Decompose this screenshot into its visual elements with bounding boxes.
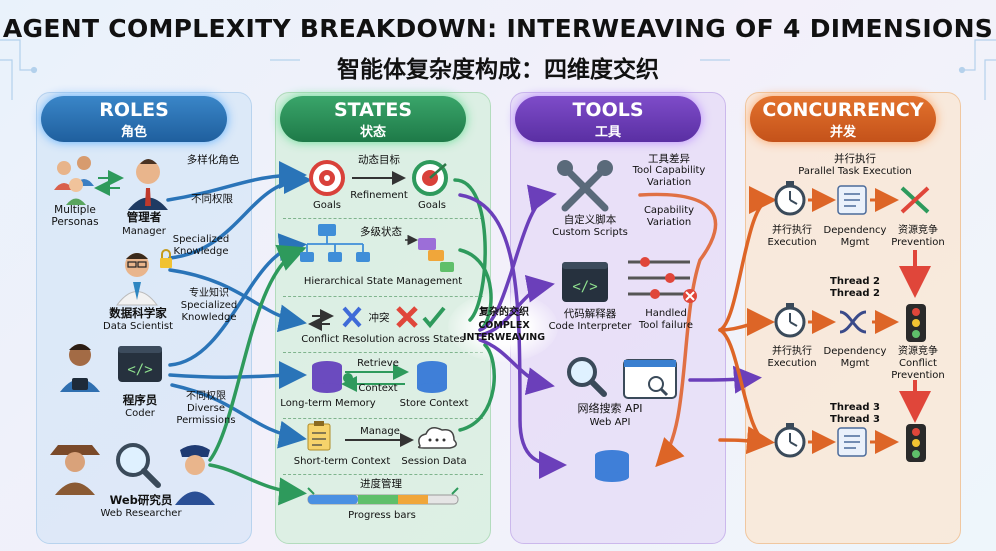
web-researcher-zh-label: Web研究员 xyxy=(96,494,186,506)
target-hit-icon xyxy=(414,162,446,194)
web-search-zh-label: 网络搜索 API xyxy=(560,403,660,415)
crossed-arrows-icon xyxy=(902,188,928,212)
data-scientist-zh-label: 数据科学家 xyxy=(92,307,184,319)
traffic-light-icon xyxy=(906,304,926,342)
multi-role-label: 多样化角色 xyxy=(180,154,246,166)
capability-zh-label: 工具差异 xyxy=(632,153,706,165)
web-researcher-en-label: Web Researcher xyxy=(90,508,192,520)
wrench-head xyxy=(557,160,573,176)
conflict-icon xyxy=(312,308,360,326)
conflict-prevention-label: 资源竞争 Conflict Prevention xyxy=(884,346,952,382)
progress-bars-label: Progress bars xyxy=(330,510,434,522)
specialized-knowledge-label: Specialized Knowledge xyxy=(168,234,234,258)
dynamic-goal-label: 动态目标 xyxy=(348,154,410,166)
long-term-memory-label: Long-term Memory xyxy=(280,398,376,410)
web-api-label: Web API xyxy=(570,417,650,429)
diff-permission-label: 不同权限 xyxy=(182,193,242,205)
capability-variation-label: Capability Variation xyxy=(632,205,706,229)
code-interpreter-zh-label: 代码解释器 xyxy=(548,308,632,320)
stopwatch-icon xyxy=(776,181,804,214)
diverse-permissions-label: 不同权限 Diverse Permissions xyxy=(172,391,240,427)
coder-en-label: Coder xyxy=(112,408,168,420)
session-data-label: Session Data xyxy=(392,456,476,468)
data-scientist-icon xyxy=(117,253,157,305)
svg-text:</>: </> xyxy=(127,362,152,378)
clipboard-icon xyxy=(308,421,330,450)
hierarchical-state-label: Hierarchical State Management xyxy=(283,276,483,288)
code-window-icon: </> xyxy=(118,346,162,382)
multilevel-state-label: 多级状态 xyxy=(350,226,412,238)
execution-label: 并行执行 Execution xyxy=(760,225,824,249)
multiple-personas-label: Multiple Personas xyxy=(46,204,104,228)
shuffle-icon xyxy=(840,312,866,332)
manager-en-label: Manager xyxy=(114,226,174,238)
dependency-mgmt-label: Dependency Mgmt xyxy=(820,225,890,249)
document-icon xyxy=(838,186,866,214)
code-window-icon: </> xyxy=(562,262,608,302)
parallel-task-label: Parallel Task Execution xyxy=(780,166,930,178)
code-interpreter-en-label: Code Interpreter xyxy=(540,321,640,333)
goals-label: Goals xyxy=(410,200,454,212)
custom-scripts-zh-label: 自定义脚本 xyxy=(548,214,632,226)
magnifier-icon xyxy=(118,445,158,485)
search-icon xyxy=(569,359,604,394)
coder-avatar-icon xyxy=(60,344,100,392)
people-group-icon xyxy=(54,156,94,205)
retrieve-label: Retrieve xyxy=(350,358,406,370)
capability-en-label: Tool Capability Variation xyxy=(622,165,716,189)
circuit-decoration xyxy=(0,40,996,100)
tool-failure-label: Handled Tool failure xyxy=(628,308,704,332)
document-icon xyxy=(838,428,866,456)
store-context-label: Store Context xyxy=(392,398,476,410)
manage-label: Manage xyxy=(352,426,408,438)
database-icon xyxy=(595,450,629,482)
custom-scripts-en-label: Custom Scripts xyxy=(540,227,640,239)
database-icon xyxy=(417,361,447,393)
target-icon xyxy=(311,162,343,194)
manager-icon xyxy=(128,159,168,210)
progress-bar-icon xyxy=(308,488,458,504)
wrench-icon xyxy=(565,168,605,208)
stopwatch-icon xyxy=(776,303,804,336)
data-scientist-en-label: Data Scientist xyxy=(92,321,184,333)
multilevel-state-icon xyxy=(405,238,454,272)
refinement-label: Refinement xyxy=(348,190,410,202)
dependency-mgmt-label: Dependency Mgmt xyxy=(820,346,890,370)
swap-arrows-icon xyxy=(98,178,120,188)
sliders-icon xyxy=(628,257,697,303)
database-icon xyxy=(312,361,342,393)
coder-zh-label: 程序员 xyxy=(112,394,168,406)
cloud-icon xyxy=(419,428,457,448)
parallel-zh-label: 并行执行 xyxy=(800,153,910,165)
progress-zh-label: 进度管理 xyxy=(344,478,418,490)
conflict-zh-label: 冲突 xyxy=(362,312,396,324)
browser-icon xyxy=(624,360,676,398)
resolve-icon xyxy=(398,308,444,326)
svg-text:</>: </> xyxy=(572,279,597,295)
screwdriver-head xyxy=(597,160,613,176)
thread-3-label: Thread 3 Thread 3 xyxy=(820,402,890,426)
execution-label: 并行执行 Execution xyxy=(760,346,824,370)
goals-label: Goals xyxy=(305,200,349,212)
traffic-light-icon xyxy=(906,424,926,462)
center-zh-label: 复杂的交织 xyxy=(458,307,550,319)
resource-contention-label: 资源竞争 Prevention xyxy=(884,225,952,249)
web-researcher-icon xyxy=(50,445,100,495)
stopwatch-icon xyxy=(776,423,804,456)
thread-2-label: Thread 2 Thread 2 xyxy=(820,276,890,300)
short-term-context-label: Short-term Context xyxy=(290,456,394,468)
manager-zh-label: 管理者 xyxy=(114,211,174,223)
context-label: Context xyxy=(350,383,406,395)
pro-knowledge-label: 专业知识 Specialized Knowledge xyxy=(174,288,244,324)
